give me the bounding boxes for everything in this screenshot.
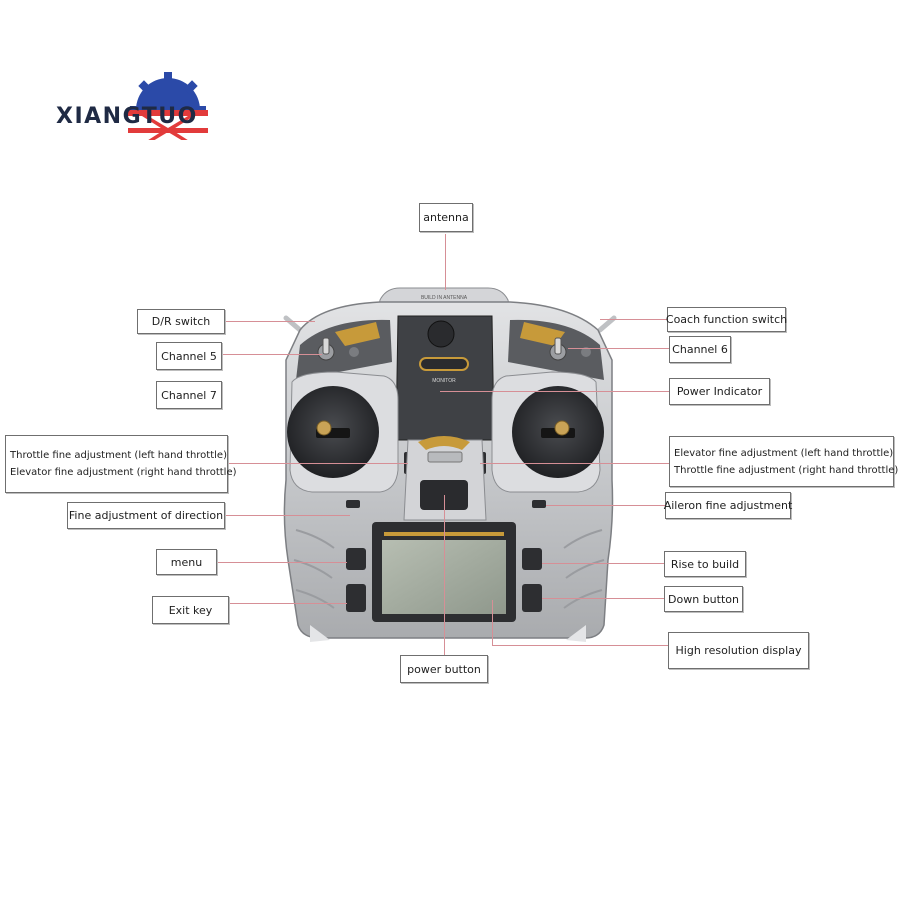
menu-button[interactable] [346, 548, 366, 570]
leader-rise [542, 563, 664, 564]
leader-channel5 [222, 354, 322, 355]
center-knob[interactable] [427, 320, 455, 348]
leader-menu [217, 562, 347, 563]
brand-name: XIANGTUO [56, 104, 198, 129]
leader-dr-switch [225, 321, 315, 322]
callout-down-button: Down button [664, 586, 743, 612]
monitor-text: MONITOR [432, 378, 456, 384]
leader-antenna [445, 234, 446, 290]
coach-function-switch[interactable] [554, 337, 562, 355]
callout-aileron-fine: Aileron fine adjustment [664, 492, 792, 519]
down-button[interactable] [522, 584, 542, 612]
callout-dr-switch: D/R switch [137, 309, 225, 334]
direction-trim[interactable] [346, 500, 360, 508]
leader-elevator-fine [480, 463, 672, 464]
rise-to-build-button[interactable] [522, 548, 542, 570]
leader-display [492, 645, 668, 646]
aileron-trim[interactable] [532, 500, 546, 508]
callout-fine-direction: Fine adjustment of direction [67, 502, 225, 529]
callout-channel7: Channel 7 [156, 381, 222, 409]
xiangtuo-logo [124, 72, 212, 140]
exit-key-button[interactable] [346, 584, 366, 612]
leader-down [542, 598, 664, 599]
left-stick[interactable] [316, 420, 332, 436]
right-stick[interactable] [554, 420, 570, 436]
dr-switch[interactable] [322, 337, 330, 355]
leader-throttle-fine [228, 463, 408, 464]
leader-exit [229, 603, 347, 604]
leader-display-v [492, 600, 493, 645]
callout-elevator-fine-right: Elevator fine adjustment (left hand thro… [669, 436, 898, 487]
leader-direction [225, 515, 350, 516]
callout-menu: menu [156, 549, 217, 575]
callout-channel5: Channel 5 [156, 342, 222, 370]
power-indicator-led [419, 357, 469, 371]
callout-rise-to-build: Rise to build [664, 551, 746, 577]
leader-coach [600, 319, 670, 320]
callout-channel6: Channel 6 [669, 336, 731, 363]
top-plate-text: BUILD IN ANTENNA [421, 295, 468, 301]
callout-display: High resolution display [668, 632, 809, 669]
right-gold-accent [520, 322, 565, 346]
callout-throttle-fine-left: Throttle fine adjustment (left hand thro… [5, 435, 237, 493]
leader-channel6 [568, 348, 669, 349]
callout-coach-switch: Coach function switch [666, 307, 787, 332]
left-gold-accent [335, 322, 380, 346]
callout-power-indicator: Power Indicator [669, 378, 770, 405]
leader-power-button [444, 495, 445, 655]
callout-antenna: antenna [419, 203, 473, 232]
leader-aileron [546, 505, 666, 506]
center-trim[interactable] [427, 451, 463, 463]
callout-exit-key: Exit key [152, 596, 229, 624]
callout-power-button: power button [400, 655, 488, 683]
leader-power-indicator [440, 391, 669, 392]
